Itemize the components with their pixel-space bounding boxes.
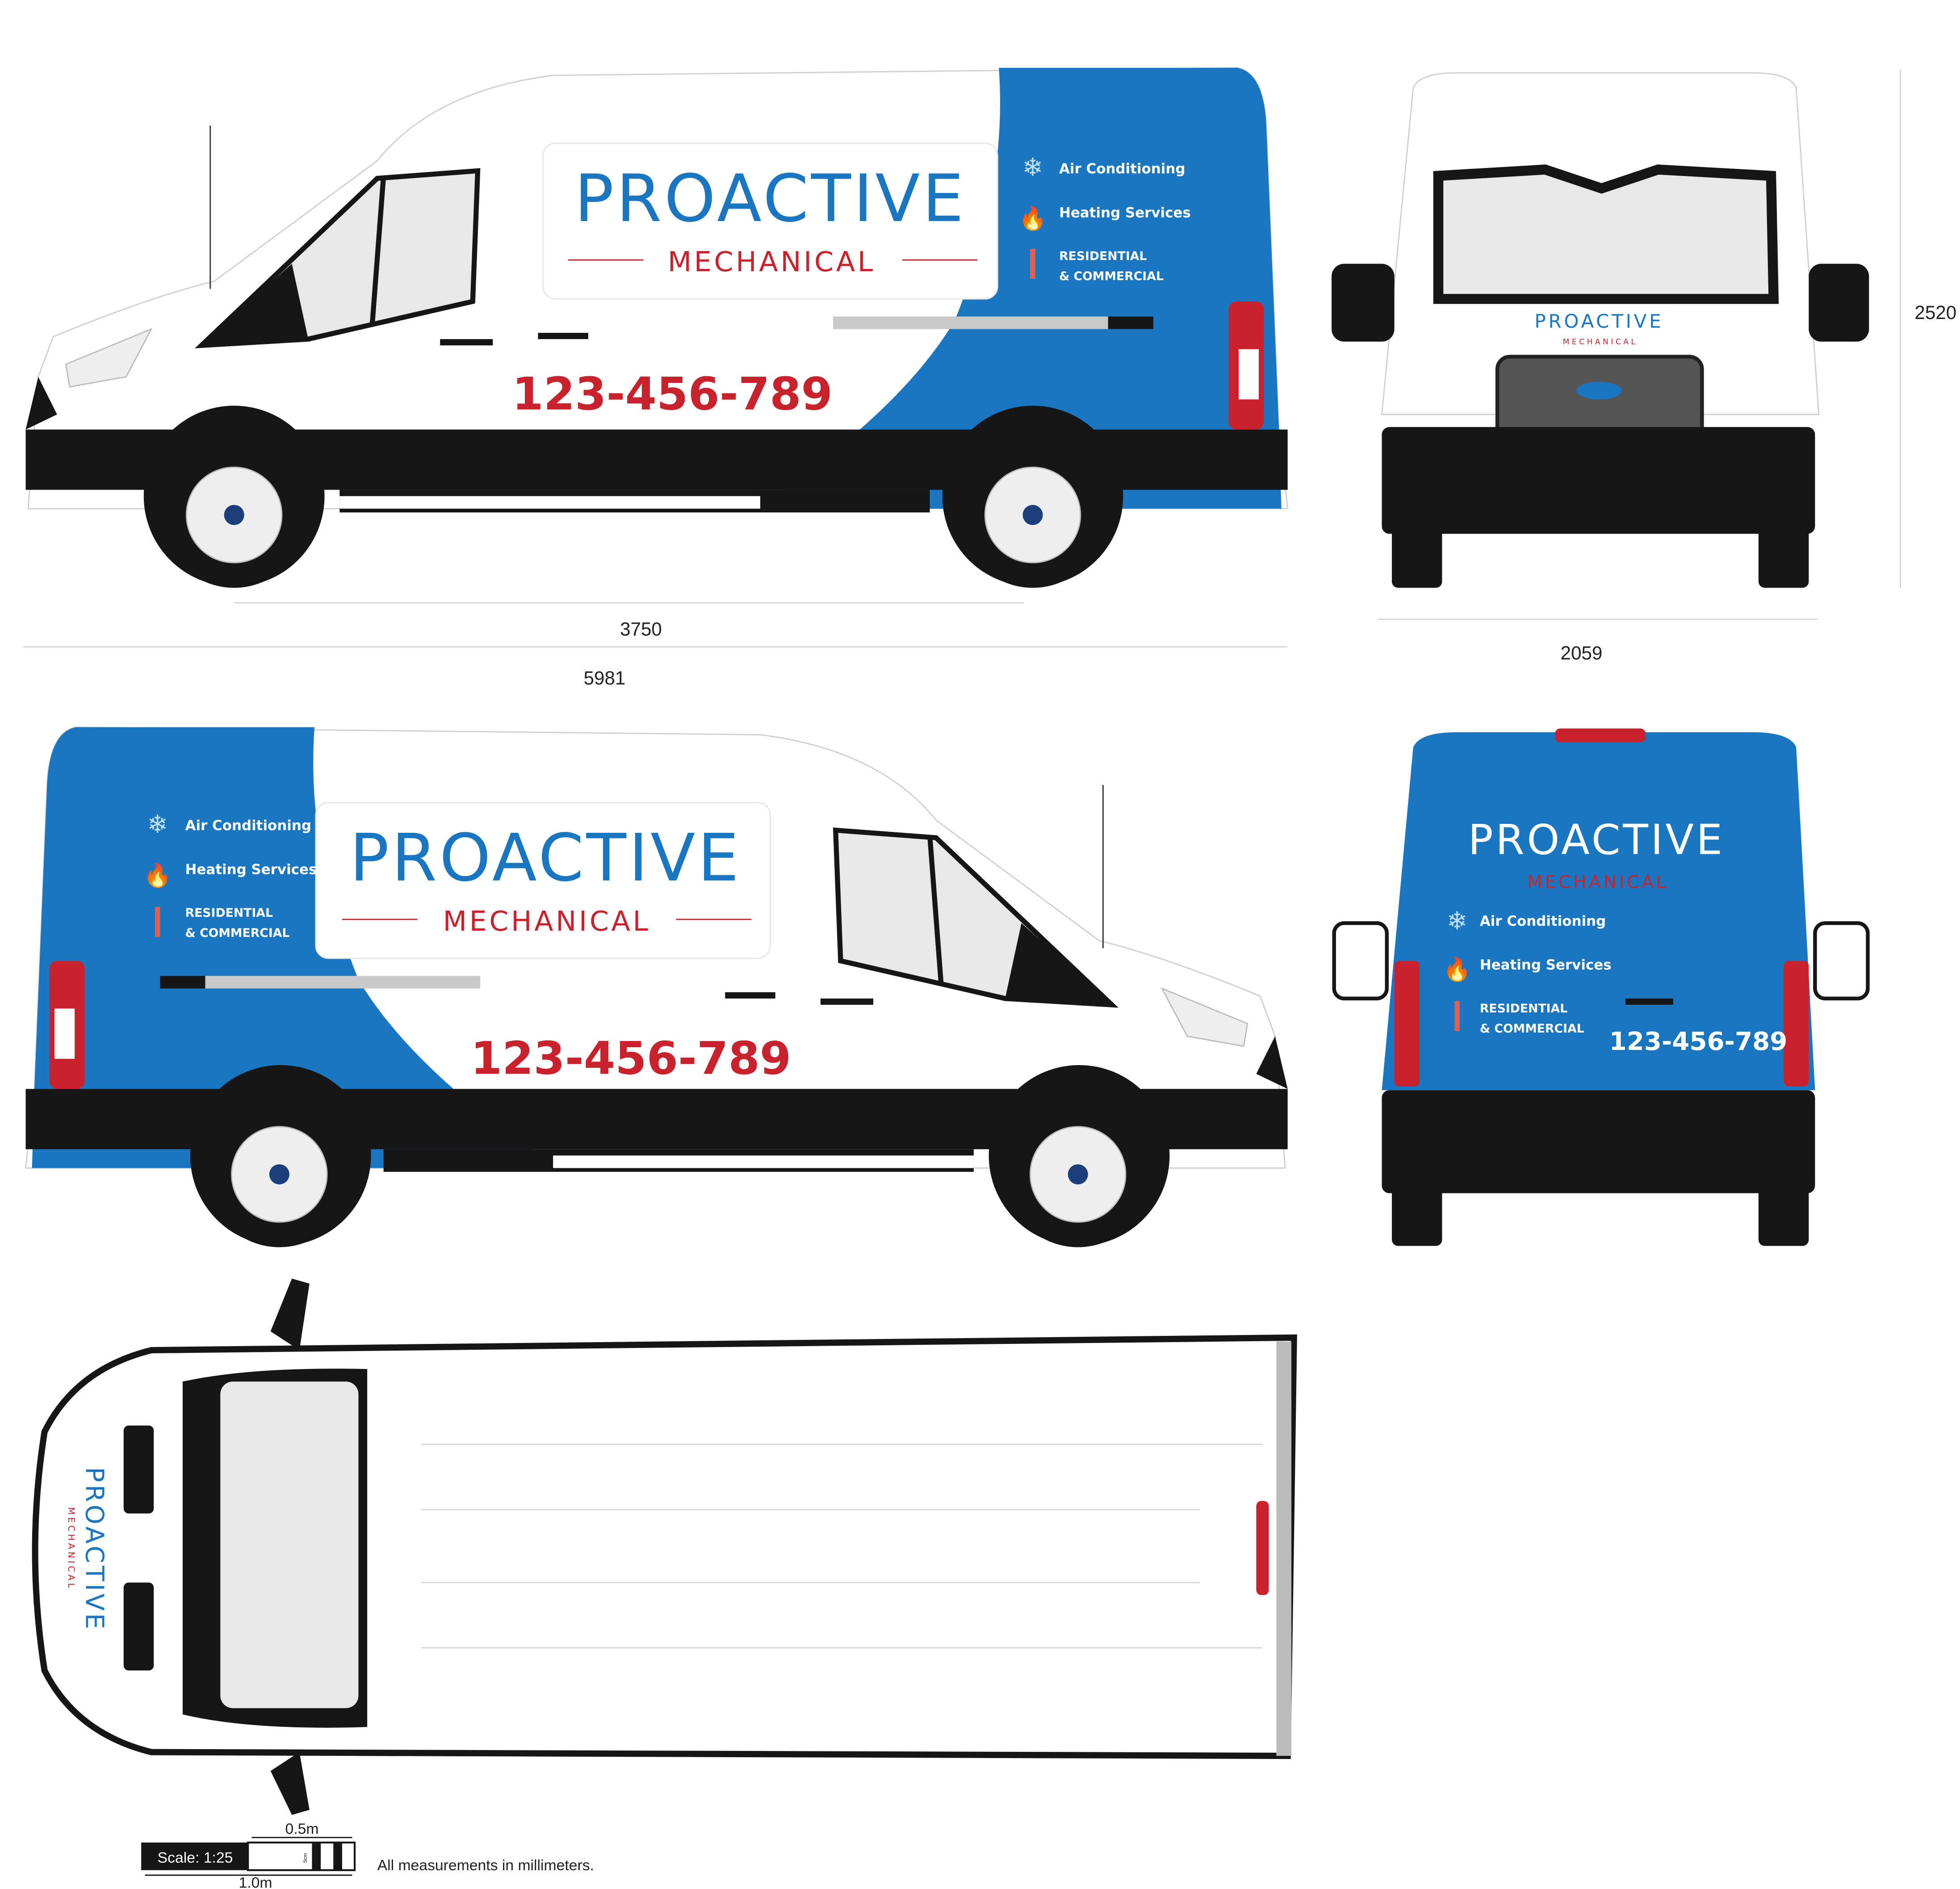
height-dimension: 2520 xyxy=(1914,302,1956,323)
snowflake-icon: ❄ xyxy=(1447,907,1468,935)
service-air-conditioning: Air Conditioning xyxy=(185,818,311,834)
scale-bar: Scale: 1:25 5cm 0.5m 1.0m All measuremen… xyxy=(141,1820,594,1889)
service-residential: RESIDENTIAL xyxy=(185,906,273,920)
service-commercial: & COMMERCIAL xyxy=(1480,1022,1584,1036)
front-wheel xyxy=(160,441,308,589)
scale-full-label: 1.0m xyxy=(239,1874,272,1889)
phone-number: 123-456-789 xyxy=(512,367,833,420)
dimension-lines: 3750 5981 2520 2059 xyxy=(23,69,1956,688)
thermometer-icon xyxy=(1030,248,1035,279)
service-commercial: & COMMERCIAL xyxy=(1059,269,1164,283)
brand-tagline: MECHANICAL xyxy=(443,905,651,937)
top-view: PROACTIVE MECHANICAL xyxy=(32,1278,1297,1815)
service-air-conditioning: Air Conditioning xyxy=(1059,161,1185,177)
service-commercial: & COMMERCIAL xyxy=(185,926,290,940)
brand-logo: PROACTIVE xyxy=(350,820,741,896)
snowflake-icon: ❄ xyxy=(147,811,168,839)
brand-tagline: MECHANICAL xyxy=(668,246,875,278)
rear-brand-tagline: MECHANICAL xyxy=(1527,872,1668,892)
service-residential: RESIDENTIAL xyxy=(1480,1002,1567,1016)
rear-wheel xyxy=(959,441,1106,589)
thermometer-icon xyxy=(1454,1001,1460,1031)
flame-icon: 🔥 xyxy=(1443,957,1471,982)
service-residential: RESIDENTIAL xyxy=(1059,249,1147,263)
front-brand-tagline: MECHANICAL xyxy=(1563,337,1638,346)
brand-logo: PROACTIVE xyxy=(574,161,966,237)
front-wheel xyxy=(1004,1100,1152,1248)
width-dimension: 2059 xyxy=(1561,642,1603,663)
flame-icon: 🔥 xyxy=(1019,206,1047,231)
phone-number: 123-456-789 xyxy=(471,1032,792,1085)
top-brand-logo: PROACTIVE xyxy=(80,1467,109,1631)
scale-segment-label: 5cm xyxy=(303,1853,308,1863)
service-air-conditioning: Air Conditioning xyxy=(1480,913,1606,929)
wheelbase-dimension: 3750 xyxy=(620,618,662,639)
side-view-driver: PROACTIVE MECHANICAL 123-456-789 ❄ 🔥 Air… xyxy=(26,68,1288,588)
flame-icon: 🔥 xyxy=(143,862,172,888)
rear-view: PROACTIVE MECHANICAL ❄ 🔥 Air Conditionin… xyxy=(1332,728,1870,1246)
front-view: PROACTIVE MECHANICAL xyxy=(1332,72,1869,588)
service-heating: Heating Services xyxy=(1480,957,1612,973)
rear-phone-number: 123-456-789 xyxy=(1609,1027,1788,1056)
top-brand-tagline: MECHANICAL xyxy=(66,1507,76,1590)
front-brand-logo: PROACTIVE xyxy=(1534,311,1663,332)
side-view-passenger: PROACTIVE MECHANICAL 123-456-789 ❄ 🔥 Air… xyxy=(26,727,1288,1247)
rear-wheel xyxy=(205,1100,353,1248)
scale-half-label: 0.5m xyxy=(285,1820,318,1837)
snowflake-icon: ❄ xyxy=(1022,154,1043,182)
rear-brand-logo: PROACTIVE xyxy=(1468,816,1725,864)
scale-label: Scale: 1:25 xyxy=(158,1849,233,1866)
service-heating: Heating Services xyxy=(185,862,317,878)
thermometer-icon xyxy=(155,907,160,937)
measurement-note: All measurements in millimeters. xyxy=(377,1857,594,1874)
length-dimension: 5981 xyxy=(584,667,626,688)
service-heating: Heating Services xyxy=(1059,205,1191,221)
